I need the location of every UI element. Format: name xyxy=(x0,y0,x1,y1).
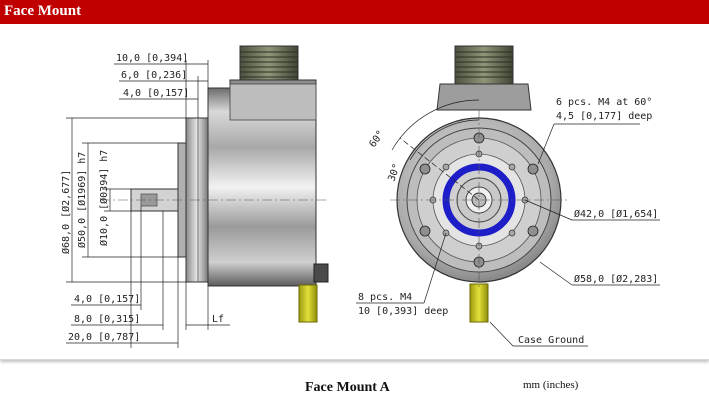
dia-42: Ø42,0 [Ø1,654] xyxy=(574,208,658,220)
connector-front xyxy=(436,45,532,111)
dim-top-2: 6,0 [0,236] xyxy=(121,70,187,81)
holes-8-label: 8 pcs. M4 xyxy=(358,292,412,303)
section-header: Face Mount xyxy=(0,0,709,24)
dim-dia-10: Ø10,0 [Ø0394] h7 xyxy=(98,150,110,246)
dim-dia-50: Ø50,0 [Ø1969] h7 xyxy=(76,152,88,248)
angle-60: 60° xyxy=(367,129,386,150)
dim-bottom-3: 20,0 [0,787] xyxy=(68,332,140,343)
front-view: 60° 30° 6 pcs. M4 at 60° 4,5 [0,177] dee… xyxy=(356,45,660,347)
side-view: 10,0 [0,394] 6,0 [0,236] 4,0 [0,157] Ø68… xyxy=(60,45,329,348)
connector-side xyxy=(239,45,299,83)
holes-8-depth: 10 [0,393] deep xyxy=(358,306,448,317)
section-title: Face Mount xyxy=(4,3,82,19)
case-ground-label: Case Ground xyxy=(518,335,584,346)
holes-m4-label: 6 pcs. M4 at 60° xyxy=(556,97,652,108)
dim-top-3: 4,0 [0,157] xyxy=(123,88,189,99)
units-note: mm (inches) xyxy=(523,379,579,391)
dim-dia-68: Ø68,0 [Ø2,677] xyxy=(60,170,72,254)
dim-bottom-2: 8,0 [0,315] xyxy=(74,314,140,325)
figure-caption: Face Mount A xyxy=(305,380,390,395)
dim-lf: Lf xyxy=(212,314,224,325)
dia-58: Ø58,0 [Ø2,283] xyxy=(574,273,658,285)
dim-top-1: 10,0 [0,394] xyxy=(116,53,188,64)
dim-bottom-1: 4,0 [0,157] xyxy=(74,294,140,305)
drawing-panel xyxy=(0,24,709,360)
holes-m4-depth: 4,5 [0,177] deep xyxy=(556,111,652,122)
